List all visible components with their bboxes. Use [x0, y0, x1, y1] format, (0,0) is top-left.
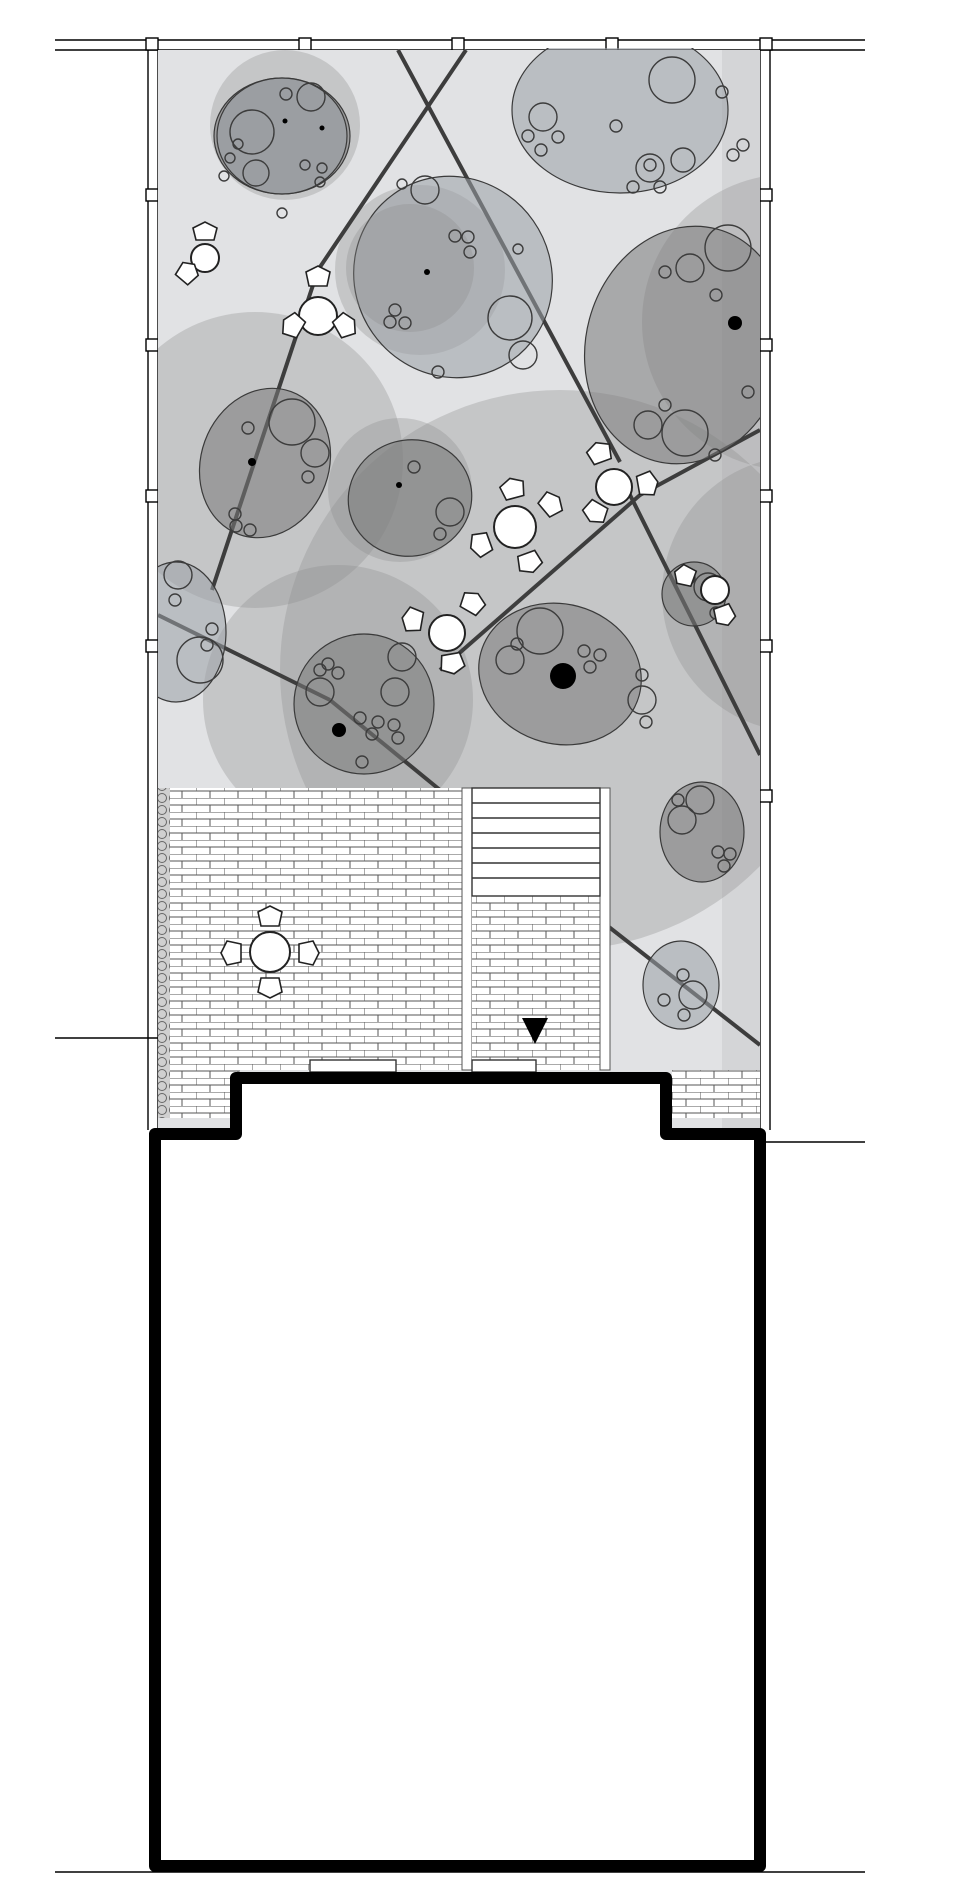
tree-12 [642, 940, 720, 1030]
tree-11 [659, 781, 745, 883]
seating-group-7 [220, 905, 320, 999]
threshold-right [471, 1059, 537, 1073]
seating-group-2 [281, 265, 357, 339]
seating-group-6 [401, 591, 487, 675]
tree-07 [158, 560, 227, 703]
tree-05 [198, 387, 332, 539]
tree-02 [346, 175, 553, 379]
tree-06 [347, 439, 473, 557]
seating-group-1 [174, 221, 220, 286]
tree-09 [478, 602, 657, 746]
tree-01 [213, 77, 351, 219]
entry-arrow-icon [522, 1018, 548, 1044]
tree-03 [511, 48, 750, 194]
table-with-chairs-icon [249, 931, 291, 973]
house-interior [161, 1140, 754, 1860]
seating-group-3 [469, 477, 564, 574]
steps [471, 787, 601, 897]
tree-10 [293, 633, 435, 775]
seating-group-4 [581, 441, 659, 524]
tree-04 [583, 224, 760, 465]
seating-group-5 [673, 563, 737, 627]
tree-canopy-icon [282, 118, 288, 124]
threshold-left [309, 1059, 397, 1073]
